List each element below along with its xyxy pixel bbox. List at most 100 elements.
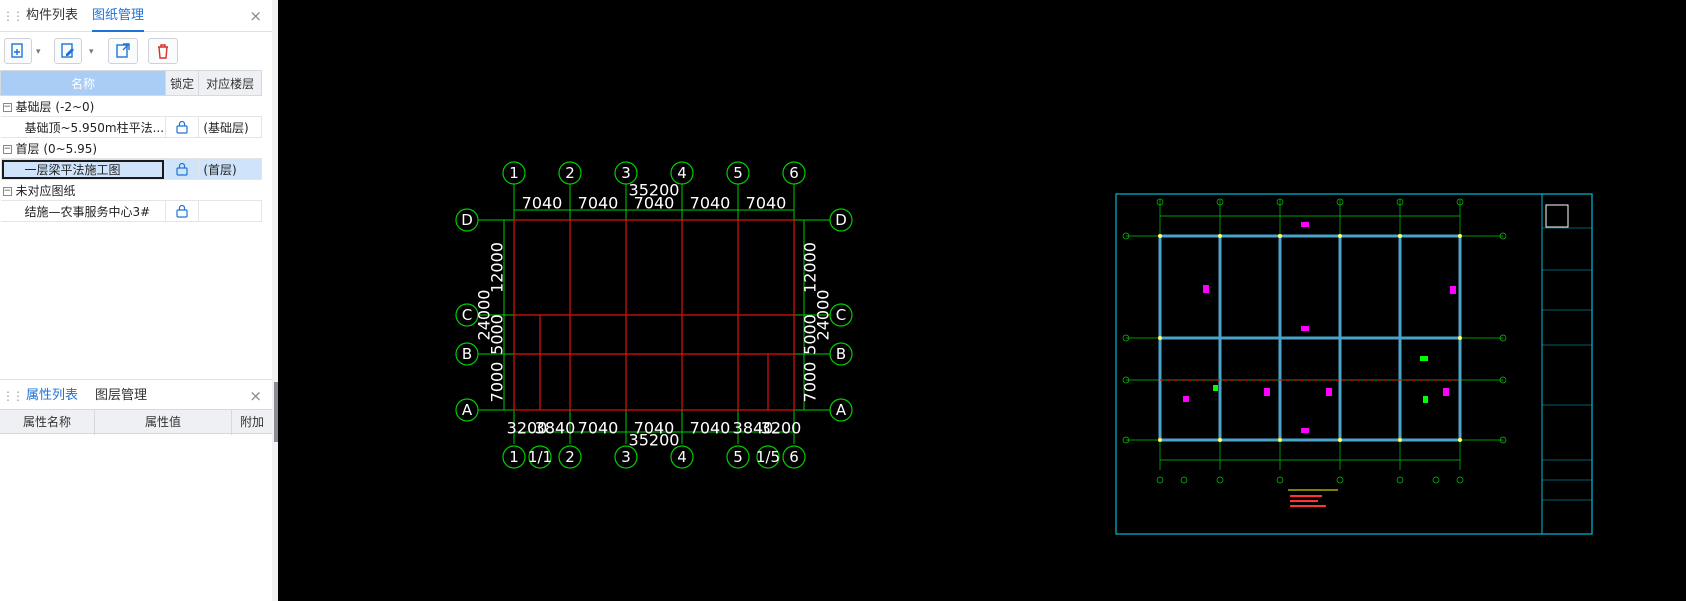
table-row-group[interactable]: −基础层 (-2~0)	[0, 95, 262, 117]
drawing-toolbar: ▾ ▾	[0, 34, 272, 68]
axis-label-bottom-1/5-bubble	[756, 445, 780, 469]
axis-label-top-3: 3	[621, 164, 631, 182]
tab-layer-management[interactable]: 图层管理	[95, 388, 148, 403]
collapse-icon[interactable]: −	[2, 185, 12, 196]
col-extra[interactable]: 附加	[239, 415, 264, 429]
top-tabbar: ⋮⋮ 构件列表 图纸管理 ×	[0, 0, 272, 32]
table-row-group[interactable]: −未对应图纸	[0, 179, 262, 201]
lock-cell[interactable]	[165, 116, 200, 138]
drawing-name[interactable]: 结施—农事服务中心3#	[0, 200, 166, 222]
dim-top-total: 35200	[629, 181, 680, 200]
delete-drawing-button[interactable]	[148, 38, 178, 64]
dim-top-span: 7040	[746, 194, 787, 213]
dim-bottom-span: 3200	[507, 419, 548, 438]
tab-property-list[interactable]: 属性列表	[26, 380, 79, 412]
property-table-header: 属性名称 属性值 附加	[0, 409, 272, 435]
dim-right-span: 7000	[801, 362, 820, 403]
export-drawing-button[interactable]	[108, 38, 138, 64]
lock-icon[interactable]	[175, 120, 189, 134]
table-row[interactable]: 基础顶~5.950m柱平法... (基础层)	[0, 116, 262, 138]
drag-grip-icon[interactable]: ⋮⋮	[2, 9, 24, 23]
dim-right-total: 24000	[814, 290, 833, 341]
table-row[interactable]: 结施—农事服务中心3#	[0, 200, 262, 222]
lock-icon[interactable]	[175, 204, 189, 218]
drawing-thumbnail[interactable]	[1115, 193, 1593, 535]
axis-label-top-6: 6	[789, 164, 799, 182]
col-lock-header[interactable]: 锁定	[164, 70, 200, 96]
axis-label-right-D-bubble	[829, 208, 853, 232]
group-name: 基础层 (-2~0)	[15, 99, 95, 114]
axis-label-bottom-1/1-bubble	[528, 445, 552, 469]
dim-top-span: 7040	[522, 194, 563, 213]
lock-cell[interactable]	[165, 158, 200, 180]
axis-label-right-B: B	[836, 345, 846, 363]
dim-bottom-span: 7040	[690, 419, 731, 438]
axis-label-left-B-bubble	[455, 342, 479, 366]
axis-label-left-B: B	[462, 345, 472, 363]
add-drawing-button[interactable]	[4, 38, 32, 64]
axis-label-left-A-bubble	[455, 398, 479, 422]
dim-bottom-total: 35200	[629, 431, 680, 450]
drag-grip-icon[interactable]: ⋮⋮	[2, 389, 24, 403]
drawing-name[interactable]: 一层梁平法施工图	[0, 158, 166, 180]
axis-label-bottom-1-bubble	[502, 445, 526, 469]
tab-component-list[interactable]: 构件列表	[26, 8, 79, 23]
edit-drawing-icon	[61, 43, 74, 58]
table-row-group[interactable]: −首层 (0~5.95)	[0, 137, 262, 159]
axis-label-bottom-3: 3	[621, 448, 631, 466]
axis-label-bottom-4-bubble	[670, 445, 694, 469]
axis-label-right-B-bubble	[829, 342, 853, 366]
close-panel-icon[interactable]: ×	[249, 387, 262, 405]
axis-label-bottom-6-bubble	[782, 445, 806, 469]
dim-bottom-span: 7040	[634, 419, 675, 438]
axis-label-right-C: C	[836, 306, 846, 324]
axis-label-top-5: 5	[733, 164, 743, 182]
add-dropdown-icon[interactable]: ▾	[36, 47, 41, 57]
dim-right-span: 12000	[801, 242, 820, 293]
close-panel-icon[interactable]: ×	[249, 7, 262, 25]
collapse-icon[interactable]: −	[2, 143, 12, 154]
col-prop-name[interactable]: 属性名称	[0, 410, 95, 435]
axis-label-bottom-1/1: 1/1	[528, 448, 552, 466]
lock-icon[interactable]	[175, 162, 189, 176]
axis-label-right-A-bubble	[829, 398, 853, 422]
drawing-name[interactable]: 基础顶~5.950m柱平法...	[0, 116, 166, 138]
axis-label-top-2-bubble	[558, 161, 582, 185]
panel-splitter[interactable]	[272, 0, 278, 601]
dim-left-total: 24000	[475, 290, 494, 341]
axis-label-right-A: A	[836, 401, 847, 419]
axis-label-bottom-5: 5	[733, 448, 743, 466]
edit-drawing-button[interactable]	[54, 38, 82, 64]
floor-cell[interactable]	[198, 200, 262, 222]
axis-label-bottom-1: 1	[509, 448, 519, 466]
col-floor-header[interactable]: 对应楼层	[198, 70, 262, 96]
col-name-header[interactable]: 名称	[0, 70, 166, 96]
dim-top-span: 7040	[690, 194, 731, 213]
axis-label-bottom-6: 6	[789, 448, 799, 466]
axis-label-bottom-3-bubble	[614, 445, 638, 469]
axis-label-right-D: D	[835, 211, 847, 229]
dim-left-span: 5000	[488, 314, 507, 355]
dim-bottom-span: 3840	[733, 419, 774, 438]
axis-label-left-D: D	[461, 211, 473, 229]
axis-label-left-C: C	[462, 306, 472, 324]
axis-label-top-6-bubble	[782, 161, 806, 185]
table-row-selected[interactable]: 一层梁平法施工图 (首层)	[0, 158, 262, 180]
tab-drawing-management[interactable]: 图纸管理	[92, 0, 145, 32]
dim-left-span: 7000	[488, 362, 507, 403]
drawing-table: 名称 锁定 对应楼层 −基础层 (-2~0) 基础顶~5.950m柱平法... …	[0, 70, 262, 222]
lock-cell[interactable]	[165, 200, 200, 222]
col-prop-value[interactable]: 属性值	[95, 410, 232, 435]
floor-cell[interactable]: (基础层)	[198, 116, 262, 138]
axis-label-bottom-2: 2	[565, 448, 575, 466]
axis-label-top-1-bubble	[502, 161, 526, 185]
dim-bottom-span: 7040	[578, 419, 619, 438]
floor-cell[interactable]: (首层)	[198, 158, 262, 180]
collapse-icon[interactable]: −	[2, 101, 12, 112]
left-panel: ⋮⋮ 构件列表 图纸管理 × ▾ ▾	[0, 0, 272, 601]
edit-dropdown-icon[interactable]: ▾	[89, 47, 94, 57]
axis-label-left-A: A	[462, 401, 473, 419]
axis-label-bottom-1/5: 1/5	[756, 448, 780, 466]
